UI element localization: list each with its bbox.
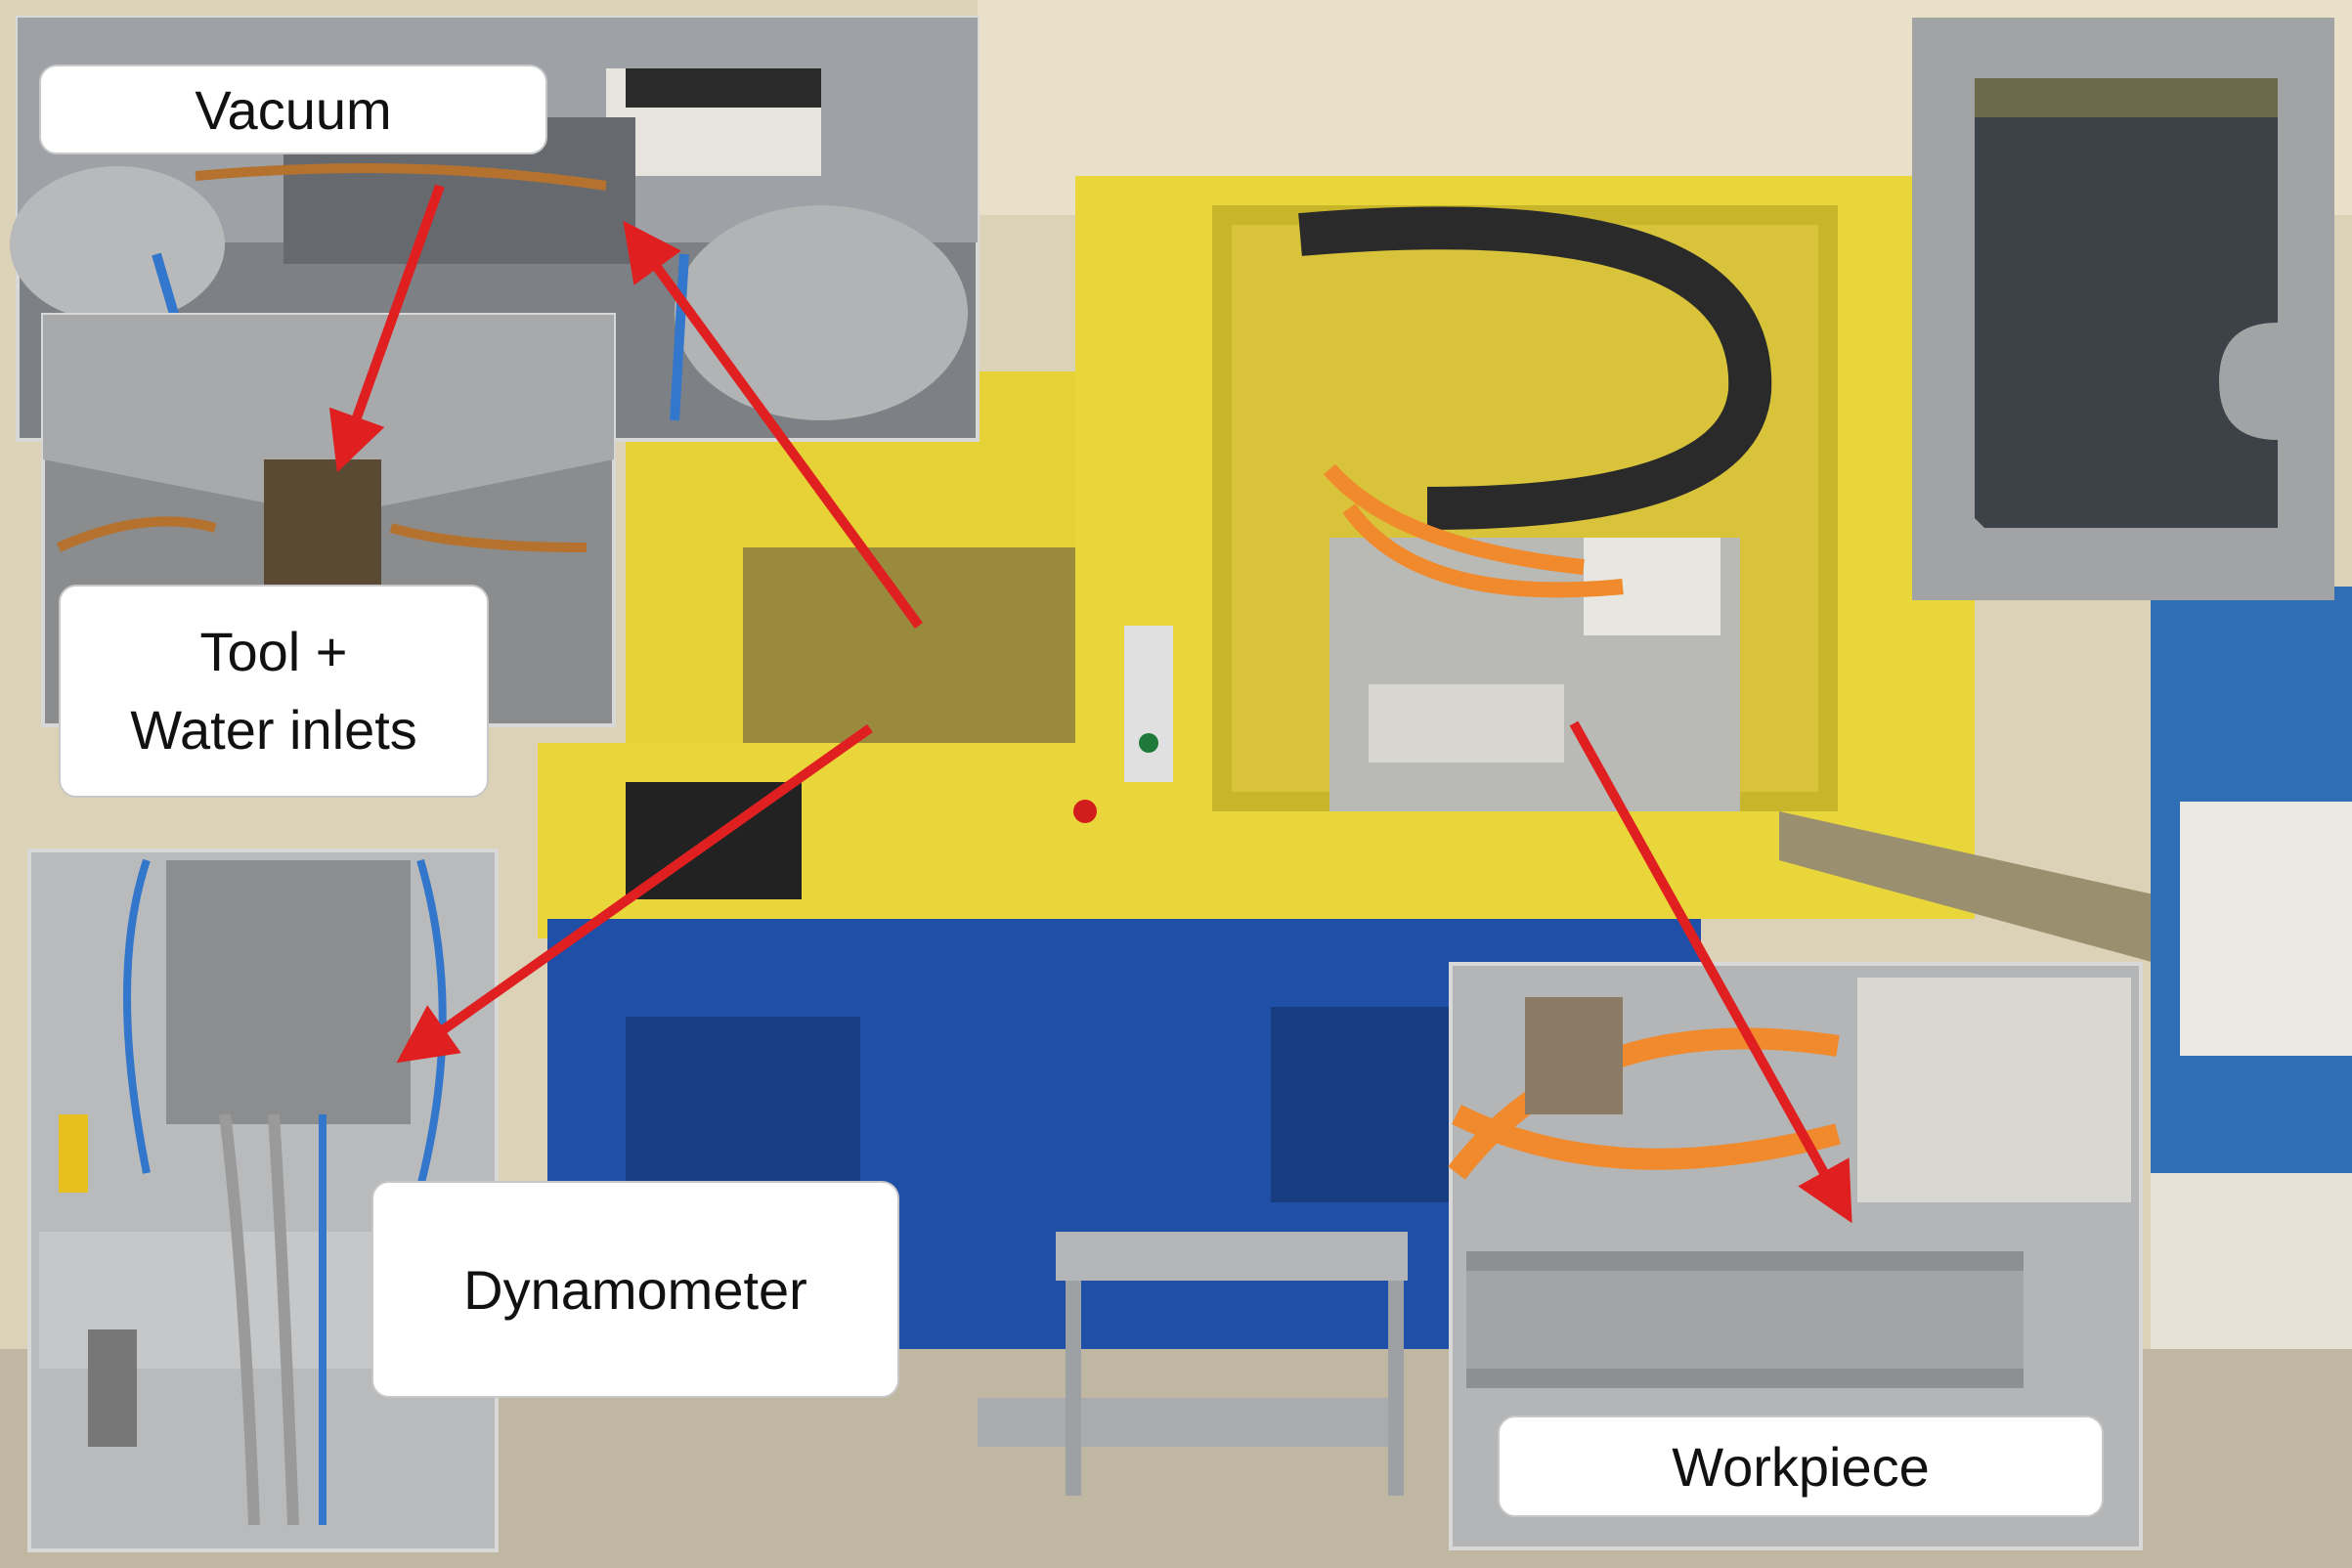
workpiece-strip	[1369, 684, 1564, 762]
paper-stack	[2151, 1173, 2352, 1349]
stop-button	[1073, 800, 1097, 823]
green-button	[1139, 733, 1158, 753]
white-equipment	[2180, 802, 2352, 1056]
arrow-to-dynamometer	[396, 723, 873, 1064]
arrow-to-vacuum	[623, 220, 924, 629]
ladder-leg-left	[1066, 1281, 1081, 1496]
tool-label-line2: Water inlets	[130, 699, 417, 761]
step-bottom	[978, 1398, 1388, 1447]
dynamometer-label: Dynamometer	[371, 1181, 899, 1398]
control-pendant	[1124, 626, 1173, 782]
orange-cable-2	[1342, 503, 1624, 598]
vacuum-label: Vacuum	[39, 65, 547, 154]
drag-chain	[1298, 206, 1772, 530]
tool-label-line1: Tool +	[199, 621, 348, 682]
arrow-to-workpiece	[1569, 720, 1852, 1224]
grinding-block	[1975, 78, 2278, 528]
step-top	[1056, 1232, 1408, 1281]
orange-cable-1	[1323, 463, 1585, 575]
inset-tool-sample	[1912, 18, 2334, 600]
arrow-to-tool	[328, 184, 445, 473]
ladder-leg-right	[1388, 1281, 1404, 1496]
tool-water-inlets-label: Tool + Water inlets	[59, 585, 489, 798]
abrasive-layer	[1975, 78, 2278, 117]
workpiece-label: Workpiece	[1498, 1416, 2104, 1517]
